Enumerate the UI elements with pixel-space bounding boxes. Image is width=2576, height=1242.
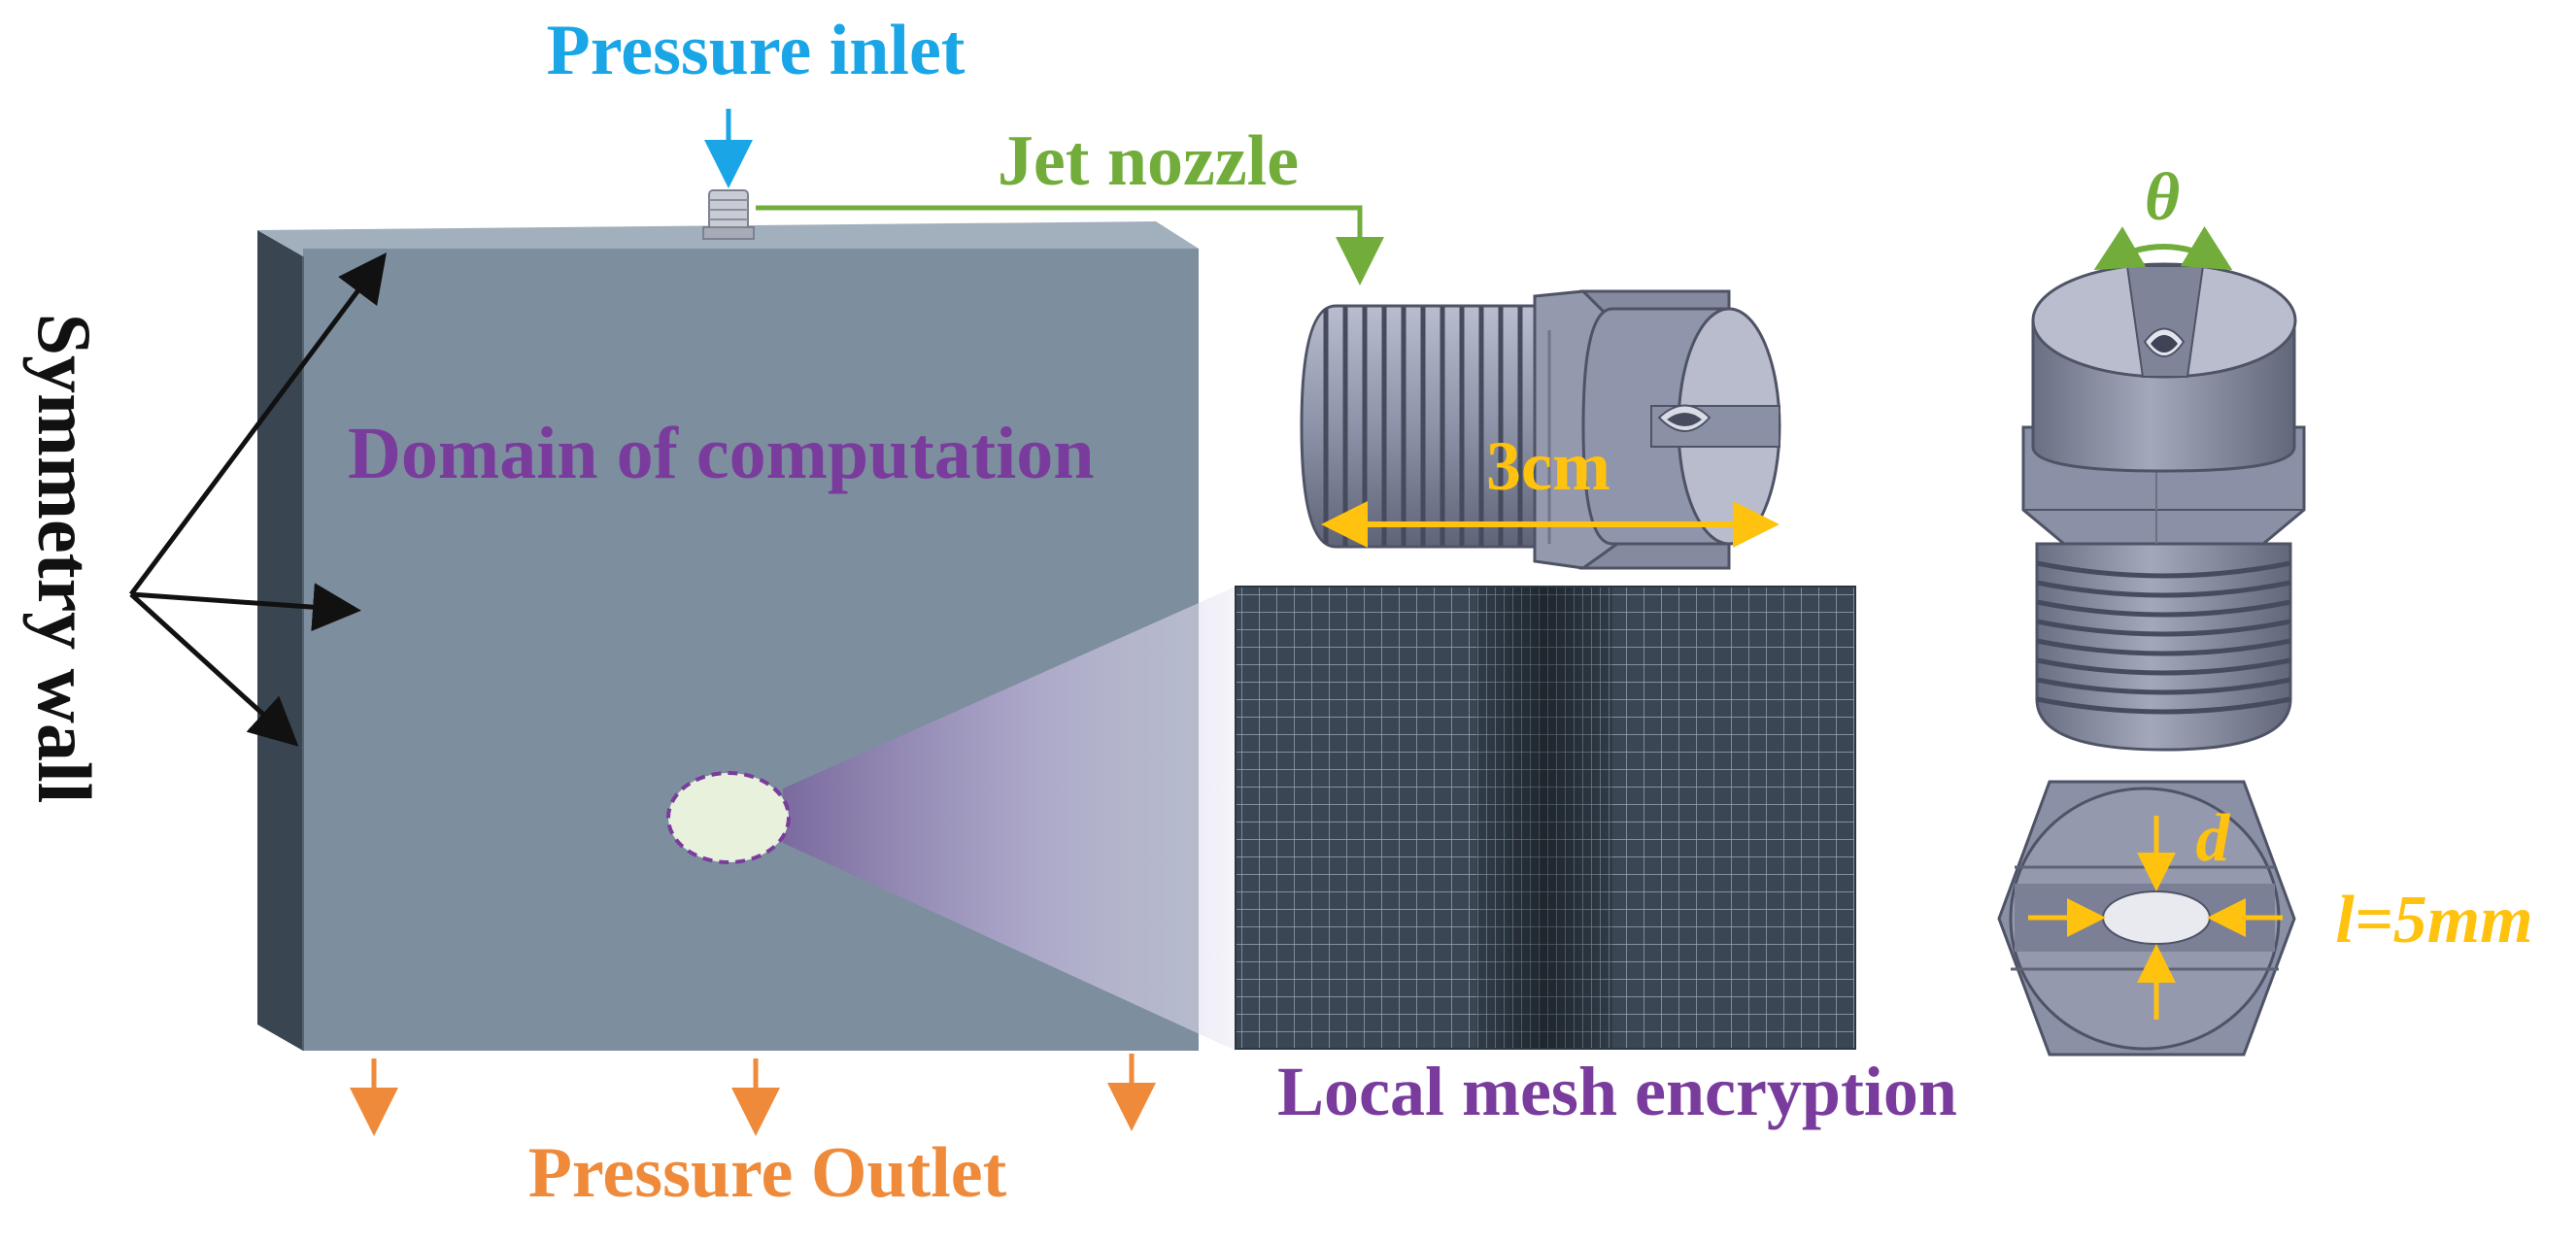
orifice-dimension-arrows [2028, 816, 2283, 1020]
symmetry-arrows [128, 252, 387, 747]
jet-nozzle-label: Jet nozzle [998, 121, 1299, 201]
outlet-arrows [350, 1054, 1156, 1136]
domain-label: Domain of computation [348, 413, 1094, 494]
local-mesh-label: Local mesh encryption [1277, 1053, 1957, 1130]
zoom-cone [783, 587, 1236, 1051]
mesh-view [1235, 586, 1856, 1050]
pressure-inlet-label: Pressure inlet [547, 11, 966, 90]
nozzle-top-view [2021, 262, 2306, 752]
l-5mm-label: l=5mm [2335, 883, 2532, 957]
orifice-front-view [1997, 780, 2296, 1057]
jet-nozzle-connector [756, 205, 1384, 285]
inlet-nozzle-stub [702, 189, 755, 240]
symmetry-wall-label: Symmetry wall [22, 314, 107, 804]
nozzle-side-view [1300, 289, 1781, 570]
theta-label: θ [2145, 160, 2180, 235]
dim-3cm-label: 3cm [1486, 427, 1610, 505]
d-label: d [2196, 801, 2231, 876]
double-arrow-icon [2093, 225, 2233, 271]
block-left-side [257, 230, 303, 1051]
pressure-outlet-label: Pressure Outlet [528, 1133, 1007, 1213]
local-mesh-region [666, 771, 791, 864]
